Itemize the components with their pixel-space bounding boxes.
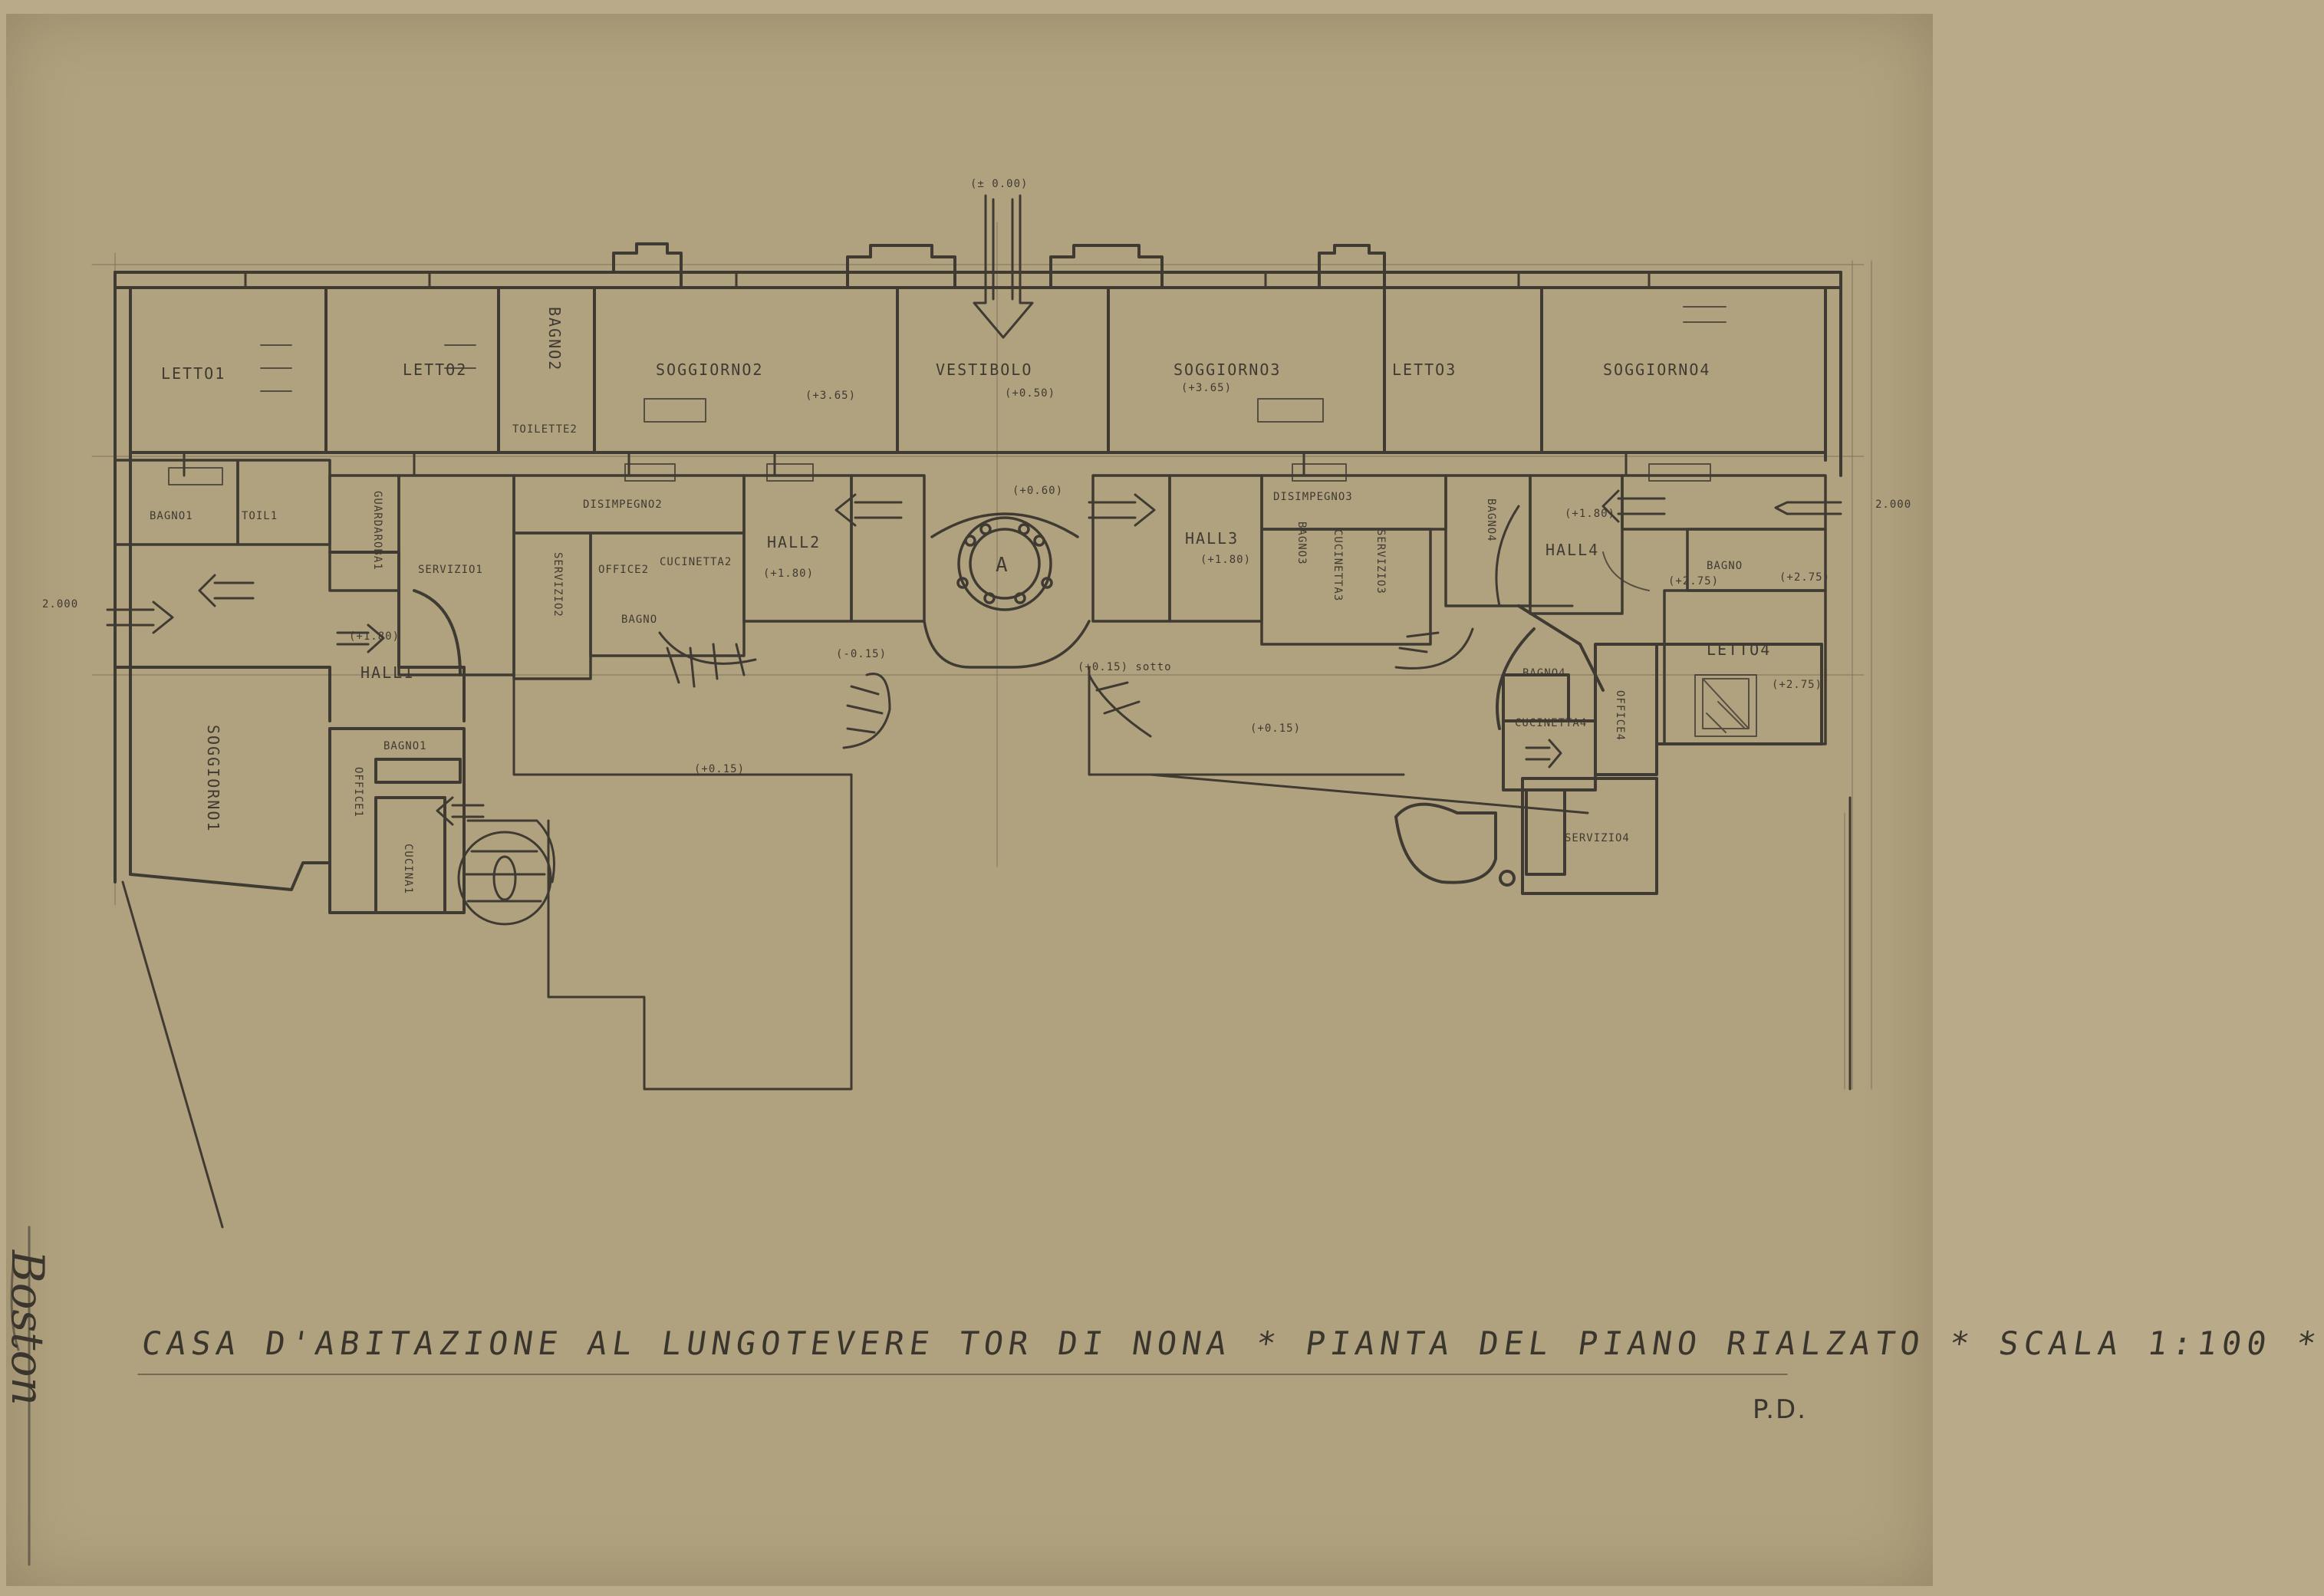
room-label-disimpegno2: DISIMPEGNO2 <box>583 499 663 511</box>
room-label-office1: OFFICE1 <box>352 767 364 818</box>
room-label-soggiorno2: SOGGIORNO2 <box>656 360 764 379</box>
room-label-hall4: HALL4 <box>1545 541 1600 559</box>
level-stair-left: (-0.15) <box>836 648 887 660</box>
room-label-disimpegno3: DISIMPEGNO3 <box>1273 491 1353 503</box>
room-label-bagno-office: BAGNO1 <box>383 740 427 752</box>
room-label-bagno2: BAGNO2 <box>545 307 564 372</box>
drawing-initials: P.D. <box>1753 1394 1808 1425</box>
level-atrium: (+0.60) <box>1012 485 1064 497</box>
level-hall3: (+1.80) <box>1200 554 1252 566</box>
room-label-servizio3: SERVIZIO3 <box>1374 529 1387 594</box>
level-vestibolo: (+0.50) <box>1005 387 1056 400</box>
room-label-toilette2: TOILETTE2 <box>512 423 578 436</box>
room-label-bagno-service: BAGNO <box>621 614 658 626</box>
room-label-hall3: HALL3 <box>1185 529 1239 548</box>
level-stair-right: (+0.15) sotto <box>1078 661 1172 673</box>
room-label-servizio4: SERVIZIO4 <box>1565 832 1630 844</box>
level-courtyard-right: (+0.15) <box>1250 722 1302 735</box>
room-label-letto2: LETTO2 <box>403 360 468 379</box>
room-label-hall1: HALL1 <box>360 663 415 682</box>
room-label-soggiorno3: SOGGIORNO3 <box>1174 360 1282 379</box>
room-label-servizio1: SERVIZIO1 <box>418 564 483 576</box>
handwritten-signature: Boston <box>2 1250 54 1406</box>
level-soggiorno3: (+3.65) <box>1181 382 1233 394</box>
room-label-bagno1: BAGNO1 <box>150 510 193 522</box>
room-label-soggiorno1: SOGGIORNO1 <box>204 725 222 833</box>
level-right-entry: 2.000 <box>1875 499 1912 511</box>
room-label-bagno3: BAGNO3 <box>1295 522 1308 565</box>
room-label-soggiorno4: SOGGIORNO4 <box>1603 360 1711 379</box>
level-bagno5: (+2.75) <box>1668 575 1720 587</box>
room-label-atrium: A <box>996 554 1009 577</box>
level-entrance: (± 0.00) <box>970 178 1029 190</box>
paper-sheet <box>6 14 1933 1586</box>
level-courtyard-left: (+0.15) <box>694 763 746 775</box>
room-label-guardaroba: GUARDAROBA1 <box>371 491 383 571</box>
level-soggiorno2: (+3.65) <box>805 390 857 402</box>
room-label-letto1: LETTO1 <box>161 364 226 383</box>
room-label-vestibolo: VESTIBOLO <box>936 360 1033 379</box>
room-label-cucinetta2: CUCINETTA2 <box>660 556 732 568</box>
room-label-letto3: LETTO3 <box>1392 360 1457 379</box>
room-label-office4: OFFICE4 <box>1614 690 1626 742</box>
room-label-cucinetta4: CUCINETTA4 <box>1515 717 1588 729</box>
room-label-servizio2: SERVIZIO2 <box>551 552 564 617</box>
level-hall1: (+1.80) <box>349 630 400 643</box>
level-left-entry: 2.000 <box>42 598 79 610</box>
room-label-bagno-corner: BAGNO4 <box>1522 667 1566 680</box>
room-label-hall2: HALL2 <box>767 533 821 551</box>
room-label-letto4: LETTO4 <box>1707 640 1772 659</box>
drawing-title: CASA D'ABITAZIONE AL LUNGOTEVERE TOR DI … <box>139 1325 2324 1362</box>
room-label-cucina1: CUCINA1 <box>402 844 414 895</box>
level-hall2: (+1.80) <box>763 568 815 580</box>
level-letto4: (+2.75) <box>1772 679 1823 691</box>
room-label-toil1: TOIL1 <box>242 510 278 522</box>
floor-plan-drawing <box>10 194 1872 1566</box>
level-bagno5b: (+2.75) <box>1779 571 1831 584</box>
level-hall4: (+1.80) <box>1565 508 1616 520</box>
room-label-office2: OFFICE2 <box>598 564 650 576</box>
room-label-cucinetta3: CUCINETTA3 <box>1332 529 1344 602</box>
room-label-bagno4: BAGNO4 <box>1485 499 1497 542</box>
room-label-bagno5: BAGNO <box>1707 560 1743 572</box>
